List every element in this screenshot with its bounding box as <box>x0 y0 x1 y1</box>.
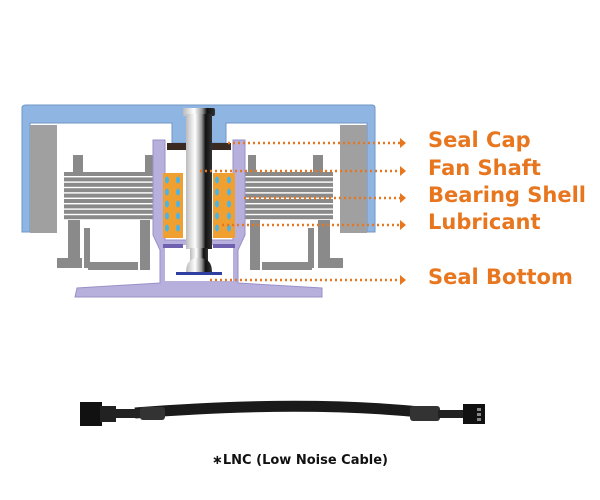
lubricant-drop <box>176 176 180 184</box>
stator-lamination <box>245 172 333 176</box>
stator-lamination <box>245 182 333 187</box>
lubricant-drop <box>165 176 169 184</box>
stator-lamination <box>245 209 333 214</box>
lubricant-drop <box>215 188 219 196</box>
stator-lamination <box>245 193 333 198</box>
label-seal-bottom: Seal Bottom <box>428 265 573 289</box>
lubricant-drop <box>215 212 219 220</box>
stator-lamination <box>64 177 155 182</box>
lubricant-drop <box>165 212 169 220</box>
stator-lamination <box>64 204 155 209</box>
label-seal-cap: Seal Cap <box>428 128 531 152</box>
cable-caption: ∗LNC (Low Noise Cable) <box>212 453 388 468</box>
magnet-right <box>340 125 367 233</box>
lubricant-drop <box>176 200 180 208</box>
label-lubricant: Lubricant <box>428 210 541 234</box>
stator-right <box>248 155 343 270</box>
low-noise-cable <box>80 400 485 426</box>
lubricant-drop <box>227 188 231 196</box>
stator-left <box>57 155 153 270</box>
leader-lines <box>200 141 400 282</box>
lubricant-drop <box>165 188 169 196</box>
stator-lamination <box>245 188 333 193</box>
stator-lamination <box>64 188 155 193</box>
lubricant-drop <box>176 212 180 220</box>
lubricant-dots <box>165 176 231 232</box>
lubricant-drop <box>227 212 231 220</box>
lubricant-drop <box>165 224 169 232</box>
lubricant-drop <box>227 200 231 208</box>
lubricant-drop <box>215 224 219 232</box>
lubricant-drop <box>215 176 219 184</box>
stator-lamination <box>245 199 333 203</box>
lubricant-drop <box>215 200 219 208</box>
lubricant-drop <box>165 200 169 208</box>
stator-lamination <box>64 215 155 220</box>
lubricant-drop <box>176 188 180 196</box>
stator-lamination <box>245 215 333 220</box>
stator-lamination <box>245 204 333 209</box>
stator-lamination <box>245 177 333 182</box>
stator-lamination <box>64 172 155 176</box>
seal-bottom <box>176 272 222 275</box>
label-fan-shaft: Fan Shaft <box>428 156 541 180</box>
stator-lamination <box>64 182 155 187</box>
magnet-left <box>30 125 57 233</box>
shaft-head <box>186 258 212 272</box>
stator-lamination <box>64 193 155 198</box>
stator-lamination <box>64 199 155 203</box>
stator-lamination <box>64 209 155 214</box>
lubricant-drop <box>176 224 180 232</box>
fan-shaft <box>186 114 212 249</box>
label-bearing-shell: Bearing Shell <box>428 183 586 207</box>
lubricant-drop <box>227 176 231 184</box>
